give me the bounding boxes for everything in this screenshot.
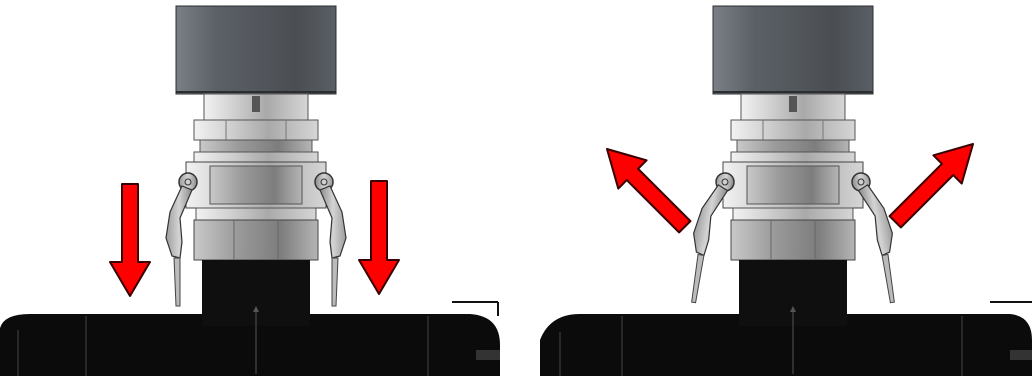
panel-lock [0, 6, 500, 376]
arrow-up-right [881, 130, 987, 236]
lever-open-left [682, 169, 736, 305]
arrow-down-left [110, 184, 150, 296]
arrow-down-right [359, 181, 399, 294]
arrow-up-left [593, 135, 699, 241]
lever-open-right [851, 169, 905, 305]
panel-unlock [540, 6, 1032, 376]
